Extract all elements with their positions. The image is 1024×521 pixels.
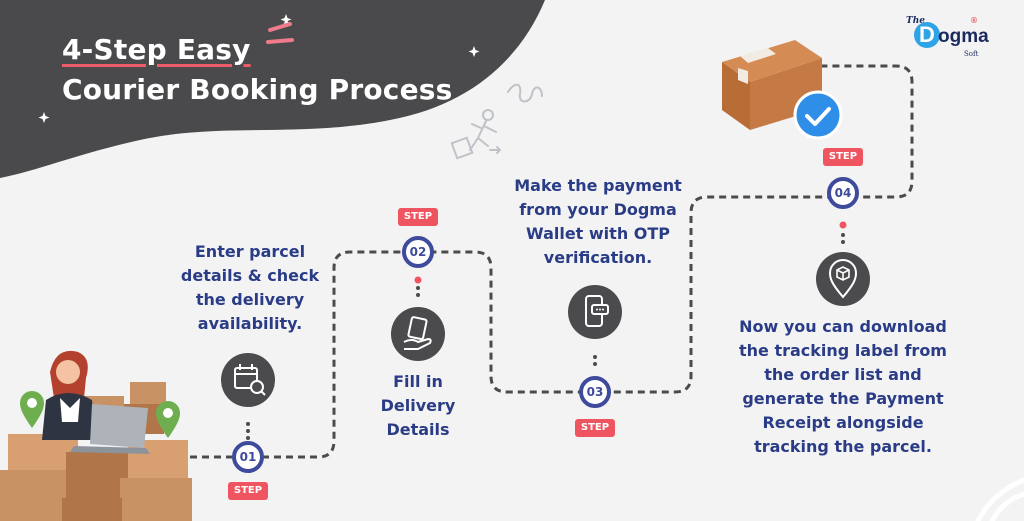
dark-header-blob	[0, 0, 545, 178]
pink-accent-strokes	[266, 22, 294, 44]
logo-d-mark: D	[914, 22, 940, 48]
step-04-label: STEP	[823, 148, 863, 166]
step-04-description: Now you can download the tracking label …	[739, 317, 947, 456]
corner-swirl-decoration	[975, 477, 1024, 521]
step-02-description: Fill in Delivery Details	[380, 372, 456, 439]
logo-the-text: The	[906, 16, 925, 26]
calendar-search-icon	[221, 353, 275, 407]
step-01-number: 01	[232, 441, 264, 473]
check-circle-icon	[793, 90, 843, 140]
step-01-label: STEP	[228, 482, 268, 500]
phone-message-icon	[568, 285, 622, 339]
connector-dots	[246, 233, 845, 440]
courier-woman-illustration	[0, 350, 192, 521]
location-box-icon	[816, 252, 870, 306]
step-01-description: Enter parcel details & check the deliver…	[180, 242, 320, 333]
logo-soft-text: Soft	[964, 50, 979, 58]
red-dots	[414, 221, 847, 284]
title-line-1: 4-Step Easy	[62, 33, 251, 66]
title-line-2: Courier Booking Process	[62, 73, 453, 106]
step-03-number: 03	[579, 376, 611, 408]
page-title: 4-Step Easy Courier Booking Process	[62, 30, 453, 110]
step-02-number: 02	[402, 236, 434, 268]
courier-runner-icon	[450, 83, 543, 160]
step-03-description: Make the payment from your Dogma Wallet …	[514, 176, 682, 267]
logo-word: ogma	[938, 26, 989, 47]
dogma-soft-logo: The D ogma Soft ®	[904, 16, 989, 60]
step-02-label: STEP	[398, 208, 438, 226]
hand-document-icon	[391, 307, 445, 361]
step-03-label: STEP	[575, 419, 615, 437]
logo-registered-mark: ®	[970, 16, 978, 25]
step-04-number: 04	[827, 177, 859, 209]
